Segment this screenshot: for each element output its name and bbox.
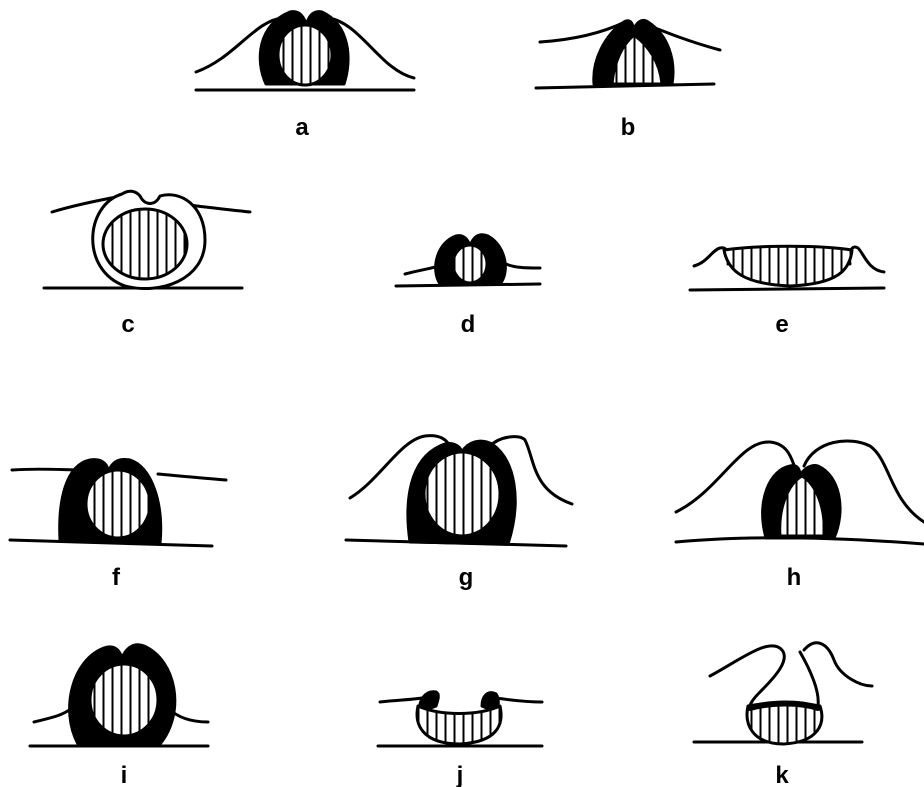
panel-label-k: k <box>775 762 789 787</box>
panel-label-b: b <box>621 114 636 141</box>
panel-label-j: j <box>456 762 464 787</box>
panel-d <box>396 235 540 286</box>
striped-core <box>90 664 158 736</box>
panel-label-a: a <box>295 114 309 141</box>
striped-core <box>278 25 332 85</box>
panel-a <box>196 12 414 90</box>
panel-e <box>690 246 884 290</box>
panel-h <box>676 441 924 544</box>
black-capsule <box>420 692 499 712</box>
panel-label-i: i <box>121 762 128 787</box>
panel-k <box>694 643 872 744</box>
panel-f <box>10 460 226 547</box>
baseline <box>690 288 884 290</box>
panel-label-h: h <box>787 564 802 591</box>
striped-core <box>417 706 501 744</box>
panel-g <box>346 436 572 546</box>
panel-b <box>536 20 720 88</box>
panel-label-f: f <box>112 564 121 591</box>
striped-core <box>747 703 822 744</box>
striped-core <box>453 245 487 283</box>
overlying-skin <box>380 698 542 702</box>
panel-label-d: d <box>461 311 476 338</box>
panel-j <box>378 692 542 746</box>
striped-core <box>103 209 187 279</box>
panel-i <box>30 645 208 746</box>
panel-label-c: c <box>121 311 134 338</box>
panel-label-e: e <box>775 311 788 338</box>
striped-core <box>724 246 852 286</box>
panel-c <box>44 191 250 288</box>
striped-core <box>424 452 500 536</box>
striped-core <box>86 470 150 538</box>
panel-label-g: g <box>459 564 474 591</box>
